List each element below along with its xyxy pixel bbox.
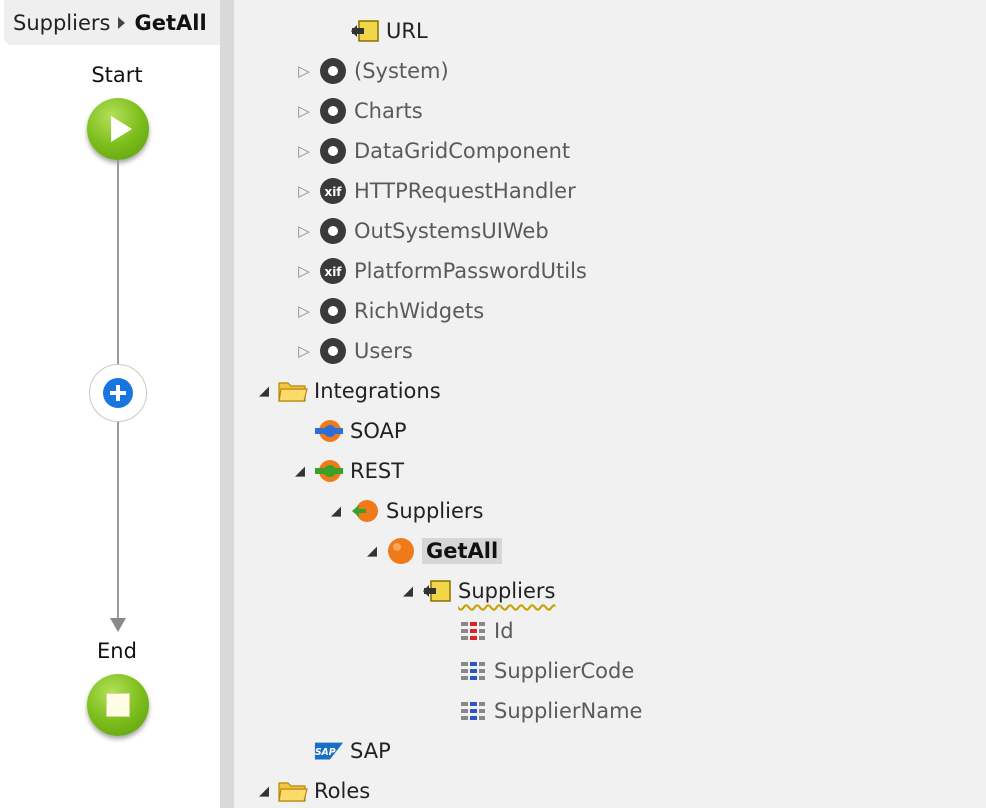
- breadcrumb-parent[interactable]: Suppliers: [13, 10, 111, 35]
- attribute-icon: [458, 697, 488, 725]
- tree-item-httprequest[interactable]: ▷ xif HTTPRequestHandler: [294, 173, 576, 209]
- tree-item-label: RichWidgets: [354, 299, 485, 323]
- tree-item-label: SAP: [350, 739, 391, 763]
- collapse-icon[interactable]: ◢: [367, 543, 377, 559]
- elements-tree: URL ▷ (System) ▷ Charts ▷ DataGridCompon…: [234, 0, 986, 808]
- tree-item-system[interactable]: ▷ (System): [294, 53, 449, 89]
- tree-item-label: PlatformPasswordUtils: [354, 259, 587, 283]
- tree-item-sap[interactable]: SAP SAP: [314, 733, 391, 769]
- play-icon: [110, 116, 132, 142]
- module-icon: [318, 337, 348, 365]
- collapse-icon[interactable]: ◢: [331, 503, 341, 519]
- tree-item-label: Id: [494, 619, 514, 643]
- tree-item-id[interactable]: Id: [458, 613, 514, 649]
- add-node-button[interactable]: [89, 364, 147, 422]
- end-node[interactable]: [87, 674, 149, 736]
- tree-item-label: REST: [350, 459, 405, 483]
- tree-item-suppliers-struct[interactable]: ◢ Suppliers: [398, 573, 555, 609]
- flow-canvas: Suppliers GetAll Start End: [0, 0, 220, 808]
- tree-item-label: Integrations: [314, 379, 441, 403]
- tree-item-label: Users: [354, 339, 413, 363]
- module-icon: [318, 57, 348, 85]
- tree-item-label: SupplierName: [494, 699, 643, 723]
- tree-item-getall[interactable]: ◢ GetAll: [362, 533, 503, 569]
- stop-icon: [106, 693, 130, 717]
- tree-item-label: DataGridComponent: [354, 139, 571, 163]
- tree-item-label: Charts: [354, 99, 423, 123]
- tree-item-users[interactable]: ▷ Users: [294, 333, 413, 369]
- svg-text:xif: xif: [324, 265, 342, 279]
- tree-item-charts[interactable]: ▷ Charts: [294, 93, 423, 129]
- tree-item-suppliers-api[interactable]: ◢ Suppliers: [326, 493, 483, 529]
- module-icon: [318, 137, 348, 165]
- tree-item-supplier-name[interactable]: SupplierName: [458, 693, 642, 729]
- tree-item-url[interactable]: URL: [350, 13, 428, 49]
- tree-item-label: GetAll: [422, 538, 503, 564]
- tree-item-label: Suppliers: [458, 579, 556, 603]
- collapse-icon[interactable]: ◢: [403, 583, 413, 599]
- tree-item-label: URL: [386, 19, 428, 43]
- breadcrumb-current: GetAll: [134, 10, 207, 35]
- tree-item-roles[interactable]: ◢ Roles: [254, 773, 370, 808]
- start-node[interactable]: [87, 98, 149, 160]
- expand-icon[interactable]: ▷: [298, 262, 310, 280]
- breadcrumb-separator-icon: [118, 16, 126, 29]
- tree-item-label: Roles: [314, 779, 371, 803]
- plus-icon: [103, 378, 133, 408]
- tree-item-rest[interactable]: ◢ REST: [290, 453, 404, 489]
- attribute-icon: [458, 657, 488, 685]
- module-icon: [318, 297, 348, 325]
- collapse-icon[interactable]: ◢: [295, 463, 305, 479]
- tree-item-supplier-code[interactable]: SupplierCode: [458, 653, 634, 689]
- tree-item-soap[interactable]: SOAP: [314, 413, 407, 449]
- rest-service-icon: [314, 457, 344, 485]
- folder-icon: [278, 777, 308, 805]
- collapse-icon[interactable]: ◢: [259, 383, 269, 399]
- start-label: Start: [91, 63, 143, 87]
- expand-icon[interactable]: ▷: [298, 182, 310, 200]
- expand-icon[interactable]: ▷: [298, 62, 310, 80]
- soap-service-icon: [314, 417, 344, 445]
- expand-icon[interactable]: ▷: [298, 142, 310, 160]
- tree-item-label: SOAP: [350, 419, 407, 443]
- tree-item-richwidgets[interactable]: ▷ RichWidgets: [294, 293, 484, 329]
- tree-item-label: (System): [354, 59, 449, 83]
- panel-splitter[interactable]: [220, 0, 234, 808]
- end-label: End: [97, 639, 137, 663]
- tree-item-label: OutSystemsUIWeb: [354, 219, 549, 243]
- sap-logo-icon: SAP: [314, 737, 344, 765]
- folder-icon: [278, 377, 308, 405]
- tree-item-label: HTTPRequestHandler: [354, 179, 576, 203]
- expand-icon[interactable]: ▷: [298, 222, 310, 240]
- method-icon: [386, 537, 416, 565]
- expand-icon[interactable]: ▷: [298, 302, 310, 320]
- tree-item-platformpassword[interactable]: ▷ xif PlatformPasswordUtils: [294, 253, 587, 289]
- tree-item-label: SupplierCode: [494, 659, 635, 683]
- output-parameter-icon: [422, 577, 452, 605]
- collapse-icon[interactable]: ◢: [259, 783, 269, 799]
- module-icon: [318, 217, 348, 245]
- rest-api-icon: [350, 497, 380, 525]
- breadcrumb: Suppliers GetAll: [4, 0, 220, 45]
- tree-item-integrations[interactable]: ◢ Integrations: [254, 373, 441, 409]
- extension-icon: xif: [318, 177, 348, 205]
- extension-icon: xif: [318, 257, 348, 285]
- tree-item-label: Suppliers: [386, 499, 484, 523]
- expand-icon[interactable]: ▷: [298, 342, 310, 360]
- input-parameter-icon: [350, 17, 380, 45]
- tree-item-outsystemsui[interactable]: ▷ OutSystemsUIWeb: [294, 213, 549, 249]
- svg-text:xif: xif: [324, 185, 342, 199]
- expand-icon[interactable]: ▷: [298, 102, 310, 120]
- primary-key-attribute-icon: [458, 617, 488, 645]
- module-icon: [318, 97, 348, 125]
- tree-item-datagrid[interactable]: ▷ DataGridComponent: [294, 133, 570, 169]
- svg-text:SAP: SAP: [315, 747, 336, 758]
- arrow-down-icon: [110, 618, 126, 632]
